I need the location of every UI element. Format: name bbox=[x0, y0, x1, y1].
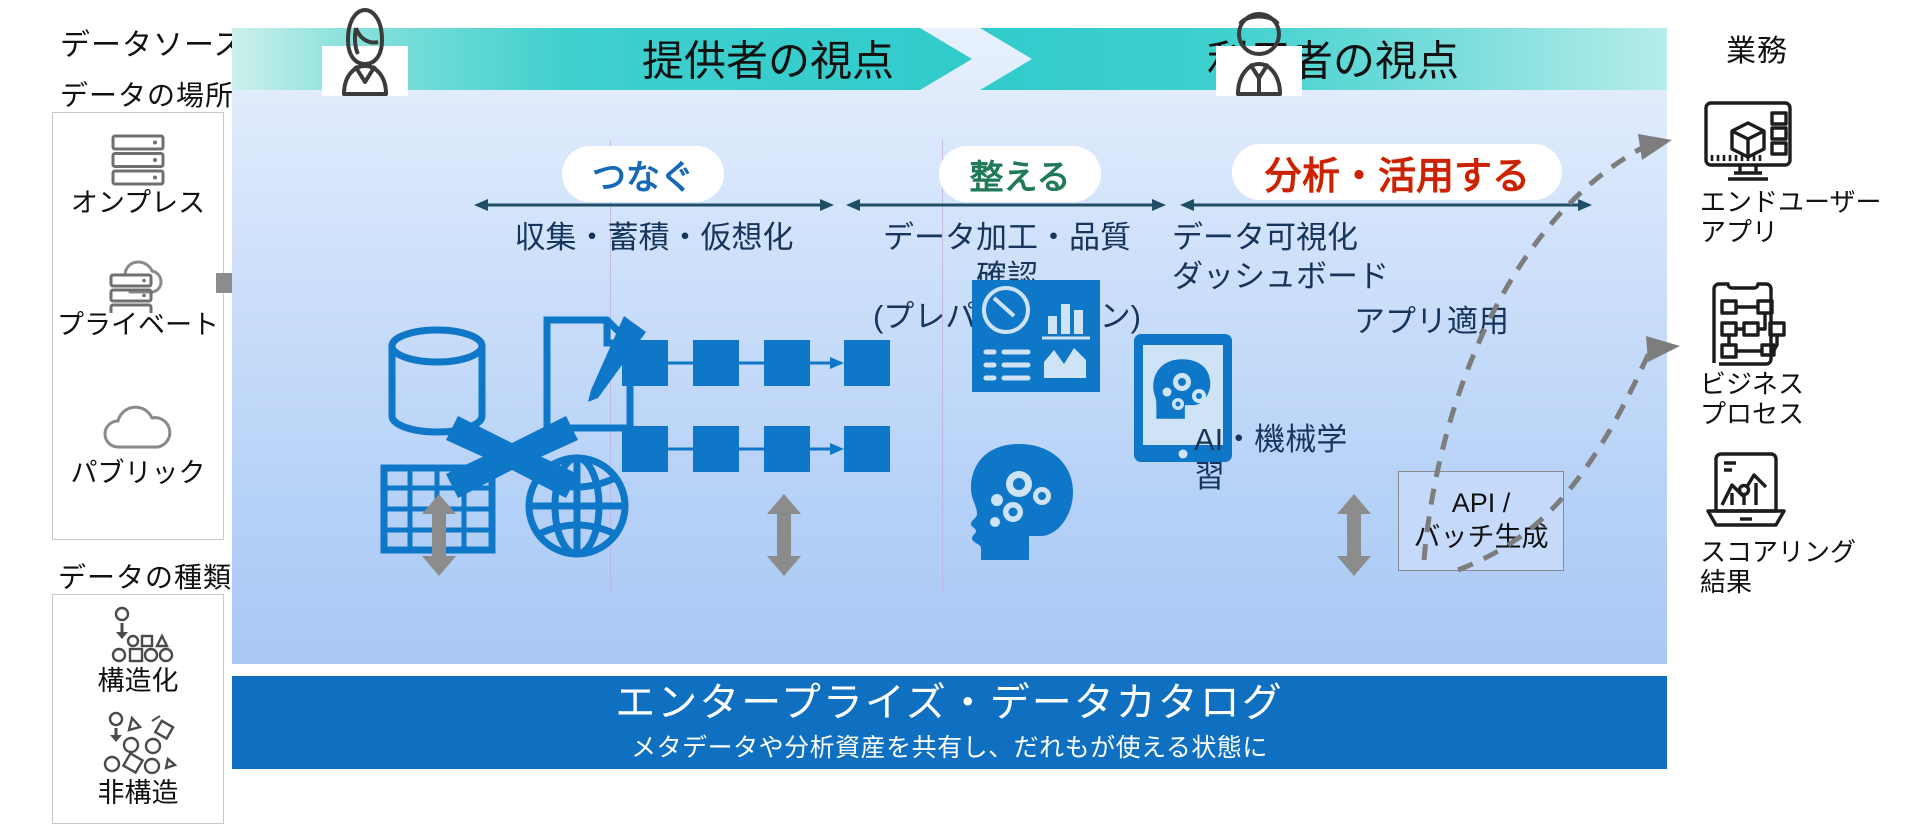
catalog-title: エンタープライズ・データカタログ bbox=[615, 680, 1284, 725]
phase-range-arrow-2 bbox=[846, 199, 1166, 211]
outcome-item-business-process[interactable]: ビジネス プロセス bbox=[1700, 280, 1900, 430]
cloud-icon bbox=[53, 401, 223, 459]
data-pipeline-flow-icon bbox=[622, 340, 890, 472]
consumer-perspective-banner bbox=[980, 28, 1667, 90]
outcome-label-business-process: ビジネス プロセス bbox=[1700, 369, 1805, 429]
laptop-chart-icon bbox=[1700, 448, 1900, 536]
phase-pill-prepare[interactable]: 整える bbox=[939, 146, 1101, 202]
outcome-label-enduser-app: エンドユーザー アプリ bbox=[1700, 187, 1882, 247]
output-connector-curves bbox=[1421, 134, 1680, 573]
ai-ml-label: AI・機械学習 bbox=[1194, 422, 1348, 495]
tablet-ai-icon bbox=[1134, 334, 1232, 462]
phase-range-arrow-1 bbox=[474, 199, 834, 211]
structured-data-shapes-icon bbox=[53, 605, 223, 667]
place-item-public[interactable]: パブリック bbox=[53, 401, 223, 489]
data-kind-title: データの種類 bbox=[58, 562, 233, 593]
catalog-link-arrow-3 bbox=[1337, 494, 1371, 576]
kind-label-structured: 構造化 bbox=[97, 666, 179, 696]
unstructured-data-shapes-icon bbox=[53, 709, 223, 779]
data-source-sidebar: データソース データの場所 オンプレス bbox=[0, 0, 272, 824]
place-label-onpremise: オンプレス bbox=[70, 188, 206, 218]
api-box-line2: バッチ生成 bbox=[1413, 522, 1549, 552]
data-kind-box: 構造化 bbox=[52, 594, 224, 824]
place-label-private: プライベート bbox=[57, 310, 219, 340]
data-place-title: データの場所 bbox=[60, 80, 235, 111]
pipeline-main-panel: つなぐ 整える 分析・活用する 収集・蓄積・仮想化 データ加工・品質 確認 (プ… bbox=[232, 28, 1667, 664]
phase-range-arrow-3 bbox=[1180, 199, 1592, 211]
kind-item-unstructured[interactable]: 非構造 bbox=[53, 709, 223, 809]
monitor-cube-icon bbox=[1700, 98, 1900, 186]
kind-label-unstructured: 非構造 bbox=[97, 778, 179, 808]
catalog-link-arrow-1 bbox=[422, 494, 456, 576]
data-place-box: オンプレス プライベート bbox=[52, 112, 224, 540]
outcome-label-scoring-result: スコアリング 結果 bbox=[1700, 537, 1857, 597]
outcome-item-scoring-result[interactable]: スコアリング 結果 bbox=[1700, 448, 1900, 598]
column-divider-2 bbox=[942, 140, 943, 592]
data-source-title: データソース bbox=[60, 29, 245, 62]
data-integration-icon bbox=[380, 316, 646, 558]
phase-description-connect: 収集・蓄積・仮想化 bbox=[514, 220, 794, 255]
server-rack-icon bbox=[53, 131, 223, 189]
brain-gears-icon bbox=[971, 444, 1073, 560]
perspective-banner-row bbox=[232, 28, 1667, 90]
phase-pill-connect[interactable]: つなぐ bbox=[562, 146, 724, 202]
phase-description-analyze: データ可視化 ダッシュボード bbox=[1172, 220, 1389, 295]
catalog-link-arrow-2 bbox=[767, 494, 801, 576]
place-item-onpremise[interactable]: オンプレス bbox=[53, 131, 223, 219]
kind-item-structured[interactable]: 構造化 bbox=[53, 605, 223, 697]
phase-pill-analyze[interactable]: 分析・活用する bbox=[1232, 144, 1562, 200]
place-item-private[interactable]: プライベート bbox=[53, 253, 223, 341]
dashboard-icon bbox=[972, 280, 1100, 392]
outcome-item-enduser-app[interactable]: エンドユーザー アプリ bbox=[1700, 98, 1900, 248]
place-label-public: パブリック bbox=[70, 458, 206, 488]
male-person-icon bbox=[1216, 12, 1302, 96]
enterprise-data-catalog-bar[interactable]: エンタープライズ・データカタログ メタデータや分析資産を共有し、だれもが使える状… bbox=[232, 676, 1667, 769]
female-person-icon bbox=[322, 8, 408, 96]
private-cloud-server-icon bbox=[53, 253, 223, 313]
catalog-subtitle: メタデータや分析資産を共有し、だれもが使える状態に bbox=[631, 733, 1268, 762]
process-flow-tablet-icon bbox=[1700, 280, 1900, 368]
api-box-line1: API / bbox=[1451, 488, 1511, 519]
business-title: 業務 bbox=[1726, 35, 1788, 68]
